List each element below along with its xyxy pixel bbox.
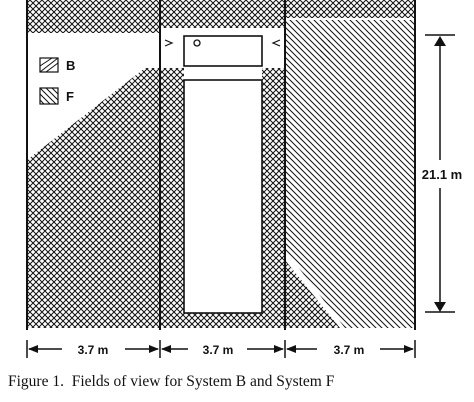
camera-unit bbox=[183, 35, 263, 67]
lane-width-label-2: 3.7 m bbox=[203, 343, 234, 357]
lane-width-label-1: 3.7 m bbox=[78, 343, 109, 357]
lane-width-label-3: 3.7 m bbox=[334, 343, 365, 357]
figure-caption: Figure 1. Fields of view for System B an… bbox=[8, 373, 335, 390]
right-arrow-icon bbox=[271, 39, 281, 47]
camera-icon bbox=[193, 39, 201, 47]
width-dimensions: 3.7 m 3.7 m 3.7 m bbox=[26, 340, 416, 358]
vehicle bbox=[183, 79, 263, 314]
system-b-field-of-view bbox=[27, 0, 415, 328]
legend: B F bbox=[39, 57, 75, 105]
legend-item-b: B bbox=[39, 57, 75, 73]
legend-item-f: F bbox=[39, 87, 74, 105]
height-dimension: 21.1 m bbox=[422, 34, 462, 313]
legend-label-f: F bbox=[66, 89, 74, 104]
left-arrow-icon bbox=[164, 39, 174, 47]
system-f-field-of-view bbox=[285, 20, 415, 328]
height-label: 21.1 m bbox=[422, 167, 462, 182]
legend-label-b: B bbox=[66, 58, 75, 73]
